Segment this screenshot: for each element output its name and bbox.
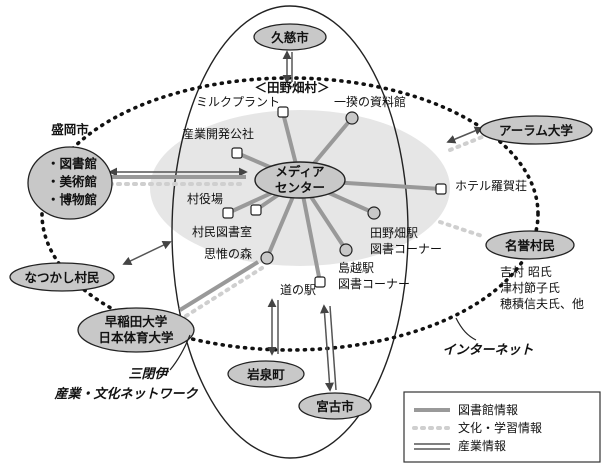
- legend-label-library: 図書館情報: [458, 402, 518, 417]
- natsukashi-label: なつかし村民: [24, 270, 99, 285]
- spoke-endpoints: [222, 106, 447, 288]
- spoke-tanohata-1: 田野畑駅: [370, 226, 418, 240]
- link-earlham: [446, 126, 484, 152]
- earlham-node: [479, 115, 593, 145]
- meiyo-label: 名誉村民: [505, 238, 555, 253]
- miyako-node: [298, 392, 372, 420]
- legend-label-culture: 文化・学習情報: [458, 420, 542, 435]
- morioka-title: 盛岡市: [51, 122, 89, 137]
- spoke-yakuba: 村役場: [187, 191, 223, 206]
- link-meiyo: [438, 220, 484, 238]
- media-center-label-2: センター: [275, 180, 325, 195]
- link-morioka: [108, 167, 248, 186]
- link-natsukashi: [122, 241, 172, 265]
- spoke-circles: [260, 111, 381, 265]
- sanriku-label-1: 三閉伊: [128, 366, 169, 382]
- spoke-ichiko: 一揆の資料館: [334, 94, 406, 109]
- sanriku-pointer: [169, 334, 191, 371]
- spoke-shii: 思惟の森: [204, 246, 252, 261]
- waseda-label-1: 早稲田大学: [105, 314, 168, 329]
- sanriku-network-ellipse: [171, 5, 409, 459]
- legend-label-industry: 産業情報: [458, 438, 506, 453]
- morioka-node: [27, 146, 113, 220]
- iwaizumi-node: [227, 360, 305, 388]
- legend: 図書館情報 文化・学習情報 産業情報: [403, 391, 601, 463]
- morioka-facility-2: ・美術館: [47, 174, 97, 189]
- spoke-michinoeki: 道の駅: [280, 283, 316, 297]
- morioka-facility-1: ・図書館: [47, 156, 97, 171]
- waseda-node: [77, 307, 195, 353]
- link-miyako: [320, 304, 337, 392]
- internet-pointer: [455, 317, 477, 341]
- internet-label: インターネット: [442, 343, 533, 358]
- spoke-milk: ミルクプラント: [196, 95, 280, 109]
- spoke-hotel: ホテル羅賀荘: [455, 179, 527, 193]
- spoke-tanohata-2: 図書コーナー: [370, 242, 442, 256]
- sanriku-label-2: 産業・文化ネットワーク: [53, 386, 198, 402]
- morioka-facility-3: ・博物館: [47, 192, 97, 207]
- village-title: ＜田野畑村＞: [254, 80, 329, 95]
- waseda-label-2: 日本体育大学: [98, 330, 174, 345]
- media-center-node: [254, 161, 346, 199]
- iwaizumi-label: 岩泉町: [246, 367, 285, 382]
- spoke-shimanokoshi-2: 図書コーナー: [338, 277, 410, 291]
- kuji-label: 久慈市: [270, 30, 309, 45]
- link-kuji: [282, 50, 293, 84]
- natsukashi-node: [9, 262, 115, 292]
- meiyo-name-3: 穂積信夫氏、他: [500, 296, 584, 311]
- spoke-sonmin: 村民図書室: [192, 224, 252, 239]
- spoke-shimanokoshi-1: 島越駅: [338, 260, 374, 275]
- link-iwaizumi: [267, 298, 279, 356]
- kuji-node: [253, 23, 327, 51]
- earlham-label: アーラム大学: [499, 123, 573, 138]
- meiyo-name-1: 吉村 昭氏: [500, 265, 552, 279]
- link-waseda: [178, 260, 264, 318]
- spoke-sangyo: 産業開発公社: [182, 126, 254, 141]
- meiyo-node: [485, 230, 575, 260]
- miyako-label: 宮古市: [316, 399, 354, 414]
- media-center-label-1: メディア: [275, 164, 324, 179]
- meiyo-name-2: 津村節子氏: [500, 280, 560, 295]
